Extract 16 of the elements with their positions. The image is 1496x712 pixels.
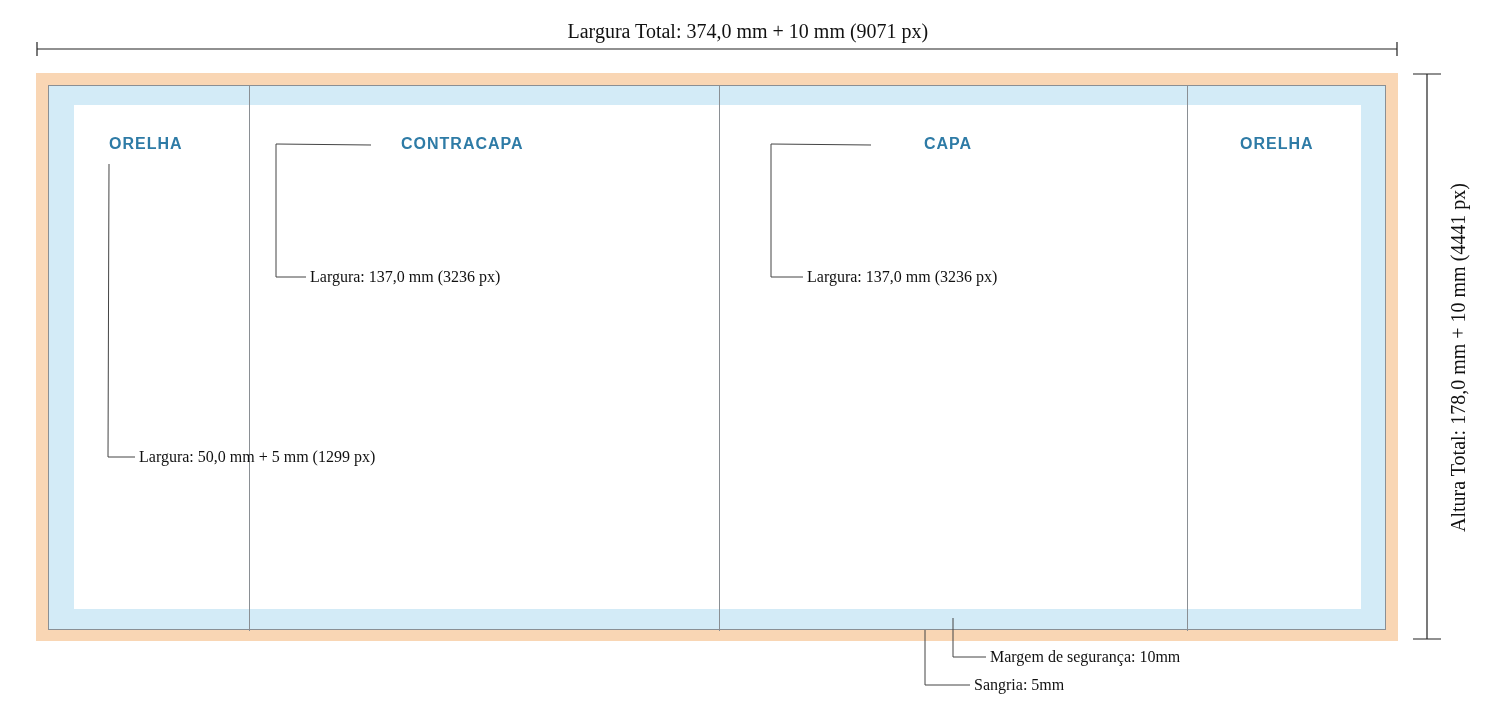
panel-title: ORELHA — [109, 135, 183, 153]
leader-line — [107, 163, 136, 458]
dimension-label: Largura: 50,0 mm + 5 mm (1299 px) — [139, 448, 376, 466]
leader-line — [952, 617, 987, 658]
dimension-label: Largura Total: 374,0 mm + 10 mm (9071 px) — [567, 20, 929, 43]
dimension-label: Altura Total: 178,0 mm + 10 mm (4441 px) — [1446, 182, 1470, 532]
leader-line — [275, 143, 372, 278]
panel-title: ORELHA — [1240, 135, 1314, 153]
dimension-label: Largura: 137,0 mm (3236 px) — [310, 268, 501, 286]
leader-line — [770, 143, 872, 278]
dimension-label: Sangria: 5mm — [974, 676, 1065, 694]
leader-line — [924, 629, 971, 686]
panel-title: CONTRACAPA — [401, 135, 524, 153]
dimension-label: Largura: 137,0 mm (3236 px) — [807, 268, 998, 286]
panel-title: CAPA — [924, 135, 973, 153]
dimension-label: Margem de segurança: 10mm — [990, 648, 1181, 666]
